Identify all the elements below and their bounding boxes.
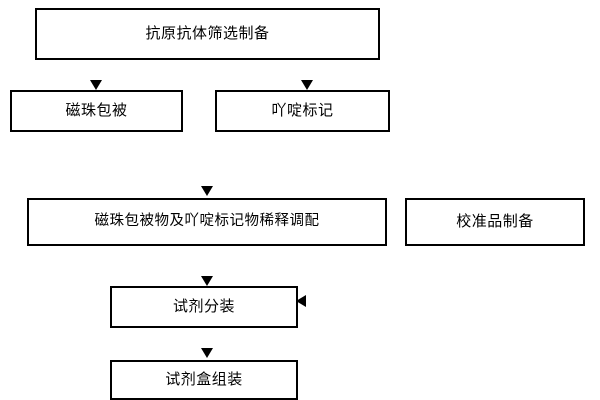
edge-dispense-down bbox=[0, 216, 2, 238]
node-label: 校准品制备 bbox=[456, 212, 534, 230]
arrowhead-dilute-to-dispense bbox=[201, 276, 213, 286]
node-dilution-formulation: 磁珠包被物及吖啶标记物稀释调配 bbox=[27, 198, 387, 246]
node-acridine-labeling: 吖啶标记 bbox=[215, 90, 390, 132]
node-label: 试剂分装 bbox=[172, 297, 235, 315]
node-antigen-antibody-screening-prep: 抗原抗体筛选制备 bbox=[35, 8, 380, 60]
arrowhead-prep-to-acridine bbox=[301, 80, 313, 90]
edge-prep-to-acridine bbox=[0, 26, 2, 38]
node-kit-assembly: 试剂盒组装 bbox=[110, 360, 298, 400]
node-magnetic-bead-coating: 磁珠包被 bbox=[10, 90, 183, 132]
node-label: 磁珠包被 bbox=[65, 101, 128, 119]
node-label: 试剂盒组装 bbox=[165, 370, 243, 388]
edge-dilute-down bbox=[0, 126, 2, 158]
arrowhead-calibrator-to-dispense bbox=[296, 295, 306, 307]
node-label: 抗原抗体筛选制备 bbox=[145, 24, 270, 42]
arrowhead-prep-to-bead bbox=[90, 80, 102, 90]
edge-bead-down bbox=[0, 38, 2, 66]
edge-prep-stem bbox=[0, 0, 2, 12]
arrowhead-merge-to-dilute bbox=[201, 186, 213, 196]
node-label: 吖啶标记 bbox=[271, 101, 334, 119]
edge-calibrator-down bbox=[0, 158, 2, 214]
arrowhead-dispense-to-assemble bbox=[201, 348, 213, 358]
edge-merge-stem bbox=[0, 96, 2, 126]
node-calibrator-preparation: 校准品制备 bbox=[405, 198, 585, 246]
edge-prep-to-bead bbox=[0, 14, 2, 26]
node-reagent-filling: 试剂分装 bbox=[110, 286, 298, 328]
edge-acridine-down bbox=[0, 66, 2, 94]
node-label: 磁珠包被物及吖啶标记物稀释调配 bbox=[94, 213, 320, 230]
